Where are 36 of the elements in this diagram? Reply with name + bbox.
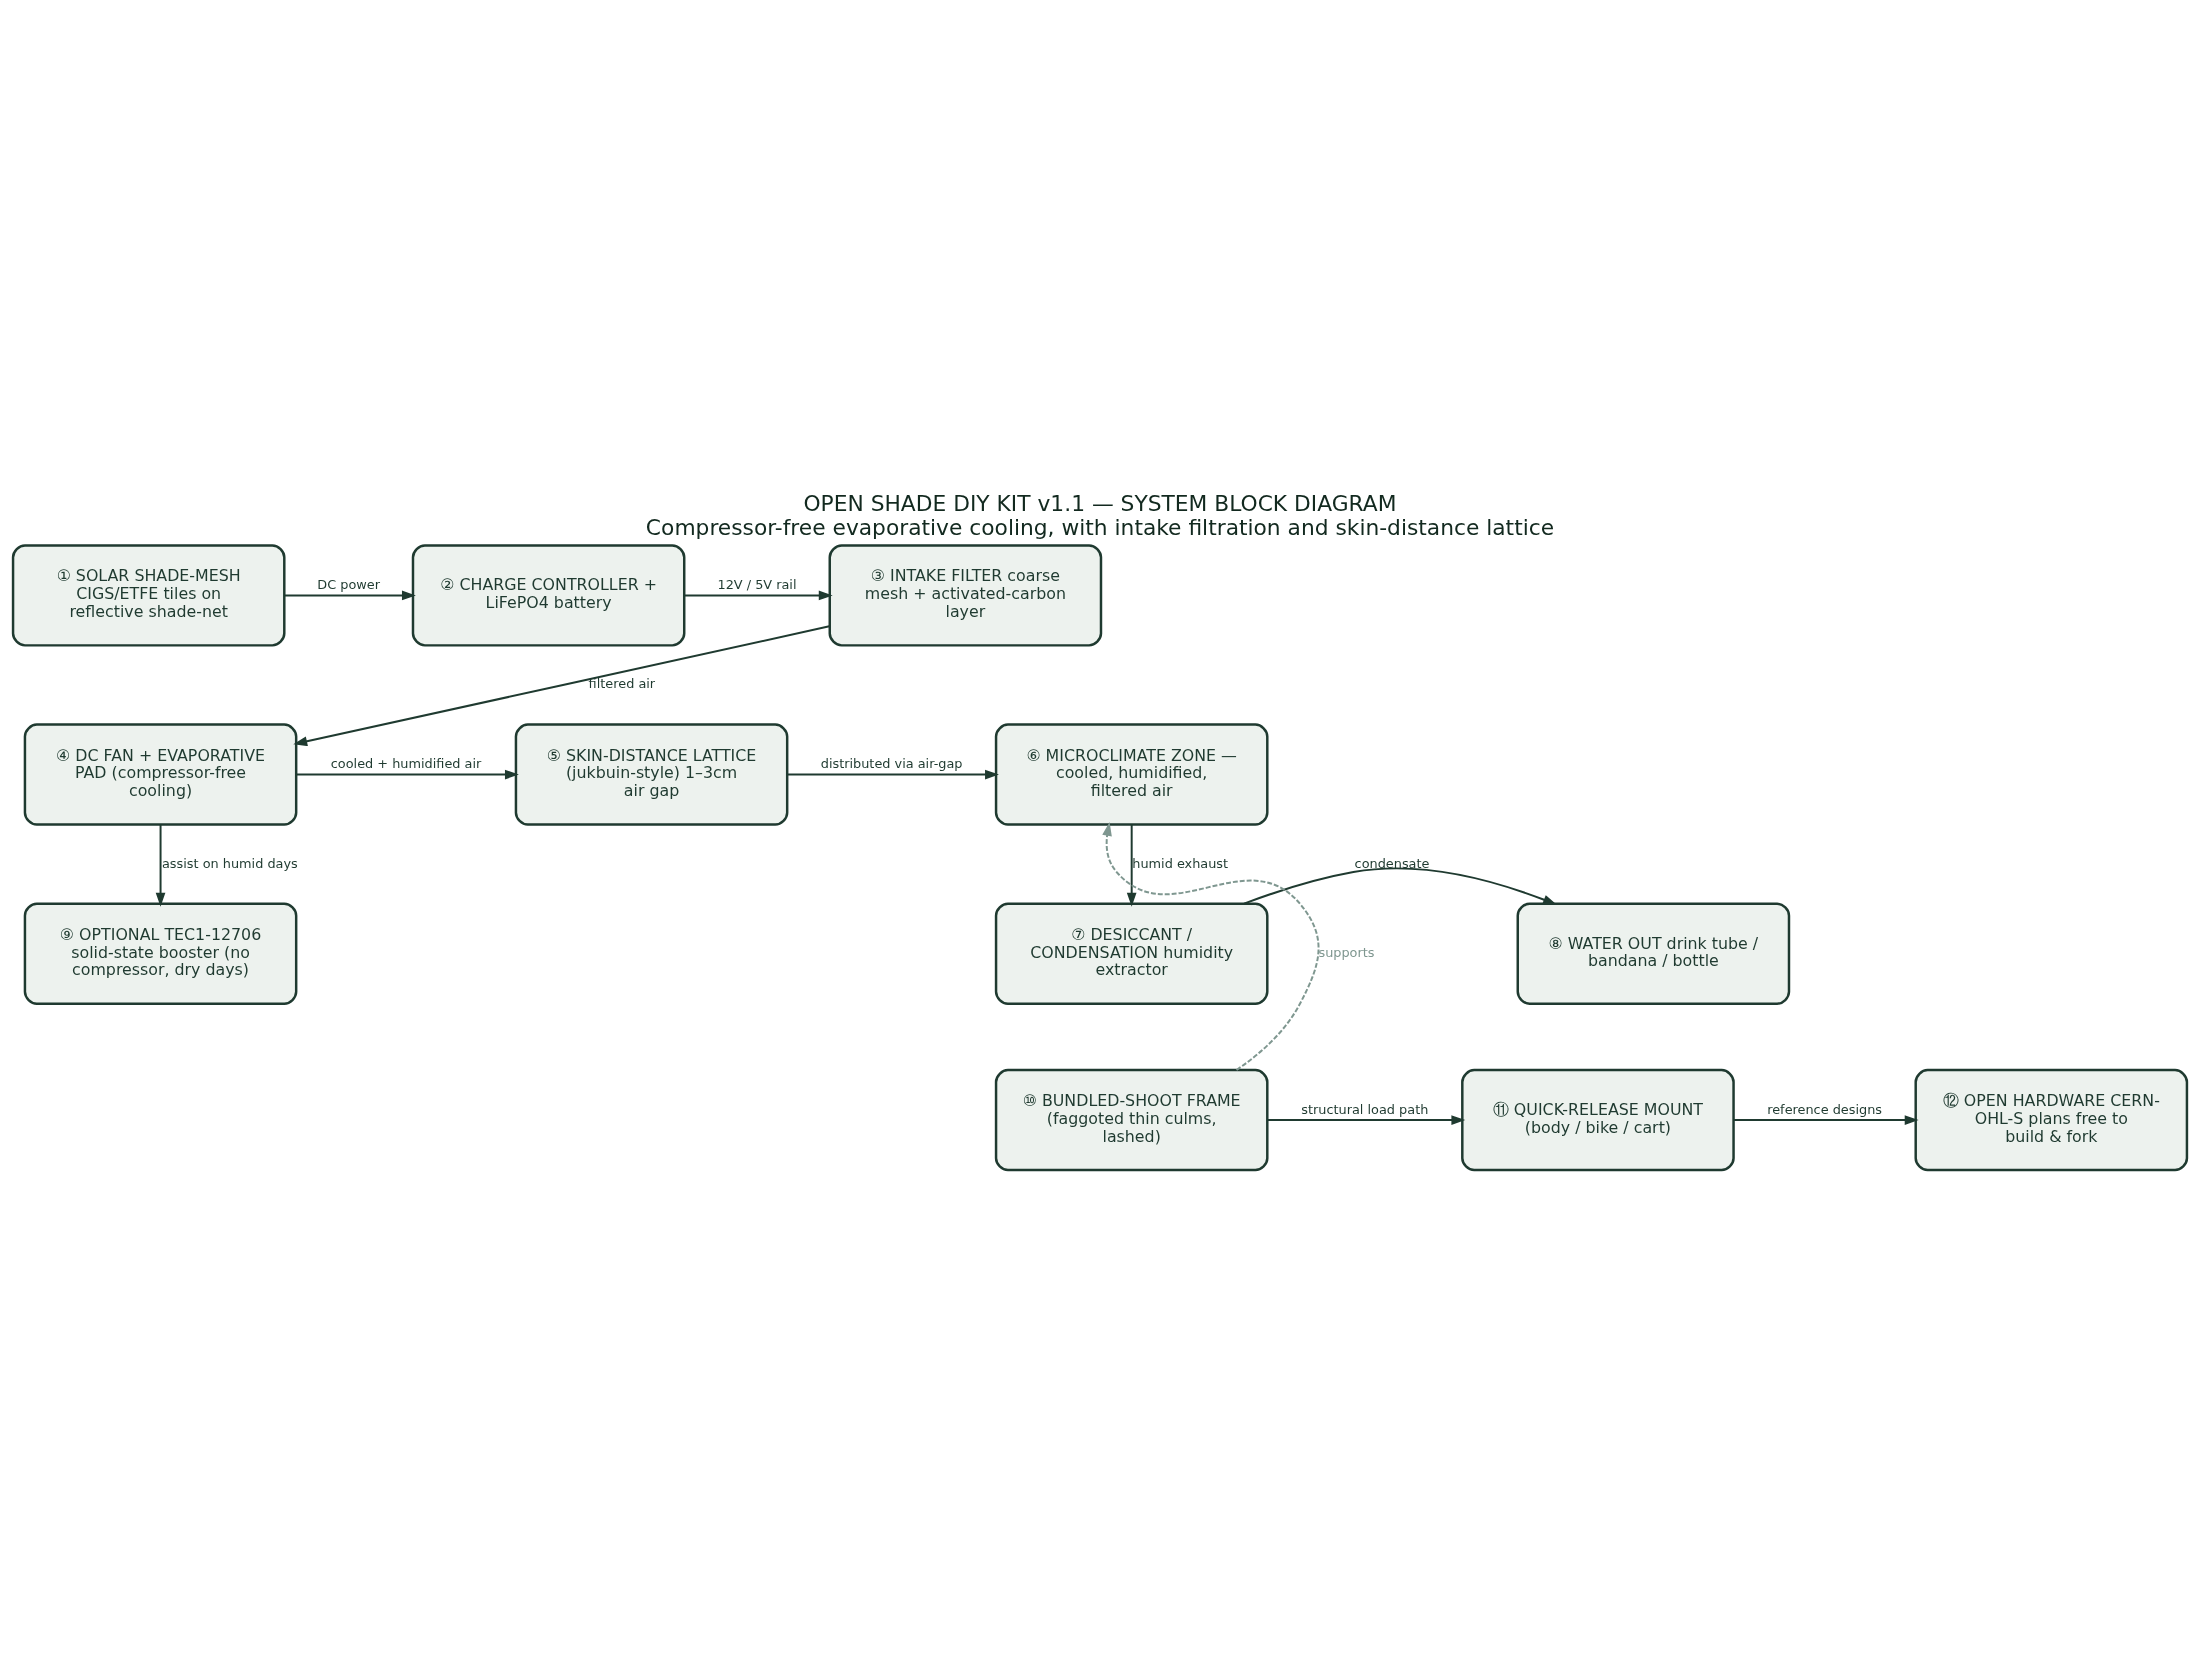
edge-label: structural load path	[1301, 1101, 1429, 1117]
arrow	[786, 769, 999, 780]
edge-label: filtered air	[588, 676, 656, 692]
arrow	[295, 769, 519, 780]
arrow	[155, 823, 166, 907]
edge-label: assist on humid days	[161, 855, 298, 871]
arrow	[1126, 823, 1137, 907]
node-box: ⑪ QUICK-RELEASE MOUNT (body / bike / cart)	[1461, 1068, 1735, 1172]
edge-label: DC power	[317, 576, 380, 592]
arrow	[1732, 1115, 1919, 1125]
node-box: ⑫ OPEN HARDWARE CERN-OHL-S plans free to build & fork	[1914, 1068, 2189, 1172]
node-box: ④ DC FAN + EVAPORATIVE PAD (compressor-free cooling)	[23, 723, 298, 826]
node-box: ① SOLAR SHADE-MESH CIGS/ETFE tiles on reflective shade-net	[11, 544, 286, 647]
node-box: ⑨ OPTIONAL TEC1-12706 solid-state booster (no compressor, dry days)	[23, 902, 298, 1005]
node-box: ② CHARGE CONTROLLER + LiFePO4 battery	[411, 544, 686, 647]
arrow	[1243, 867, 1557, 905]
caption: Compressor-free evaporative cooling, with intake filtration and skin-distance lattice	[645, 515, 1555, 541]
edge-label: reference designs	[1767, 1101, 1883, 1117]
edge-label: cooled + humidified air	[330, 756, 482, 772]
arrow	[1102, 821, 1320, 1071]
edge-label: supports	[1318, 945, 1375, 961]
arrow	[683, 590, 833, 601]
node-box: ③ INTAKE FILTER coarse mesh + activated-carbon layer	[828, 544, 1103, 647]
edge-label: humid exhaust	[1132, 855, 1229, 871]
arrow	[1266, 1115, 1466, 1125]
edge-label: distributed via air-gap	[820, 756, 963, 772]
node-box: ⑥ MICROCLIMATE ZONE — cooled, humidified, filtered air	[994, 723, 1269, 826]
edge-label: condensate	[1354, 855, 1430, 871]
node-box: ⑩ BUNDLED-SHOOT FRAME (faggoted thin culms, lashed)	[994, 1068, 1269, 1172]
node-box: ⑤ SKIN-DISTANCE LATTICE (jukbuin-style) 1–3cm air gap	[514, 723, 789, 826]
arrow	[293, 625, 831, 747]
node-box: ⑦ DESICCANT / CONDENSATION humidity extractor	[994, 902, 1269, 1005]
arrow	[283, 590, 416, 601]
edge-label: 12V / 5V rail	[717, 576, 797, 592]
node-box: ⑧ WATER OUT drink tube / bandana / bottle	[1516, 902, 1791, 1005]
diagram-title: OPEN SHADE DIY KIT v1.1 — SYSTEM BLOCK DIAGRAM	[803, 491, 1397, 517]
